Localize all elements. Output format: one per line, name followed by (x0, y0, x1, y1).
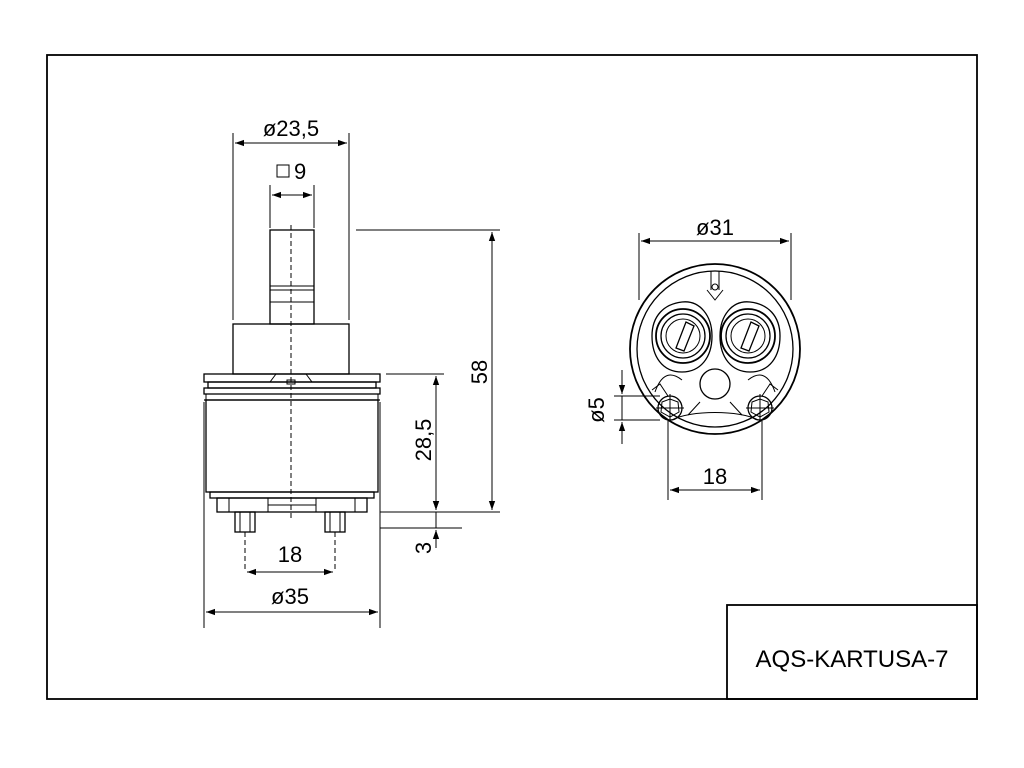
dim-stem-square-label: 9 (294, 159, 306, 184)
dim-top-diameter-label: ø23,5 (263, 116, 319, 141)
flange (203, 373, 381, 401)
outer-rim (629, 263, 801, 435)
dim-pin-diameter-label: ø5 (584, 397, 609, 423)
inner-rim (636, 270, 794, 428)
title-block: AQS-KARTUSA-7 (726, 604, 978, 700)
part-code-label: AQS-KARTUSA-7 (756, 646, 949, 673)
side-view: ø23,5 9 58 28,5 3 (203, 116, 500, 628)
center-hole (699, 368, 731, 400)
main-body (205, 399, 379, 513)
dim-pin-height: 3 (380, 495, 462, 554)
dim-top-diameter: ø23,5 (232, 116, 350, 320)
dim-side-pin-spacing: 18 (247, 542, 333, 576)
bottom-pins (234, 511, 346, 570)
lower-contours (654, 374, 776, 421)
square-symbol-icon (276, 164, 290, 178)
upper-ports (651, 301, 781, 373)
drawing-frame (46, 54, 978, 700)
dim-outer-diameter: ø31 (638, 215, 792, 300)
dim-outer-diameter-label: ø31 (696, 215, 734, 240)
dim-total-height-label: 58 (467, 360, 492, 384)
dim-pin-diameter: ø5 (584, 370, 660, 444)
dim-pin-height-label: 3 (411, 542, 436, 554)
dim-base-diameter-label: ø35 (271, 584, 309, 609)
dim-body-height-label: 28,5 (411, 419, 436, 462)
dim-total-height: 58 (356, 229, 500, 513)
dim-bottom-pin-spacing: 18 (667, 420, 763, 500)
dim-stem-square: 9 (269, 159, 315, 228)
stem (269, 229, 315, 325)
dim-body-height: 28,5 (386, 373, 444, 510)
dim-side-pin-spacing-label: 18 (278, 542, 302, 567)
dim-base-diameter: ø35 (203, 402, 381, 628)
bottom-view: ø31 ø5 18 (584, 215, 801, 500)
lower-pins (651, 383, 779, 422)
top-notch (706, 271, 724, 301)
dim-bottom-pin-spacing-label: 18 (703, 464, 727, 489)
